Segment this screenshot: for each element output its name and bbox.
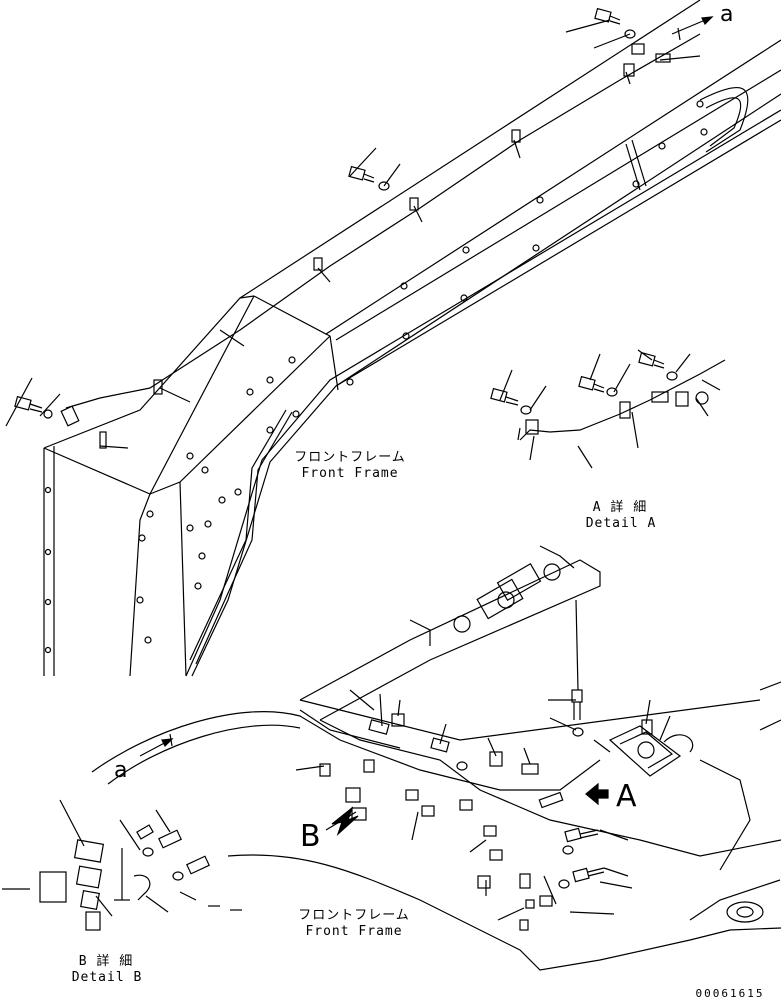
ref-a-bottom: a [114,758,128,783]
front-frame-lower-label-jp: フロントフレーム [298,908,410,923]
detail-b-drawing [2,799,242,931]
ref-a-top: a [720,2,734,27]
drawing-number: 00061615 [695,987,765,1000]
view-b-marker: B [300,819,321,854]
detail-a-label-en: Detail A [585,516,657,531]
detail-a-label-jp: A 詳 細 [592,500,648,515]
bolt-top-mid [348,165,390,191]
front-frame-upper-label-en: Front Frame [301,466,399,481]
bolt-top-right [594,7,671,63]
bolt-top-left [14,395,53,419]
upper-front-frame [5,0,781,677]
detail-b-label-en: Detail B [71,970,143,985]
lower-front-frame [91,545,781,971]
view-a-marker: A [616,779,637,814]
front-frame-lower-label-en: Front Frame [305,924,403,939]
detail-b-label-jp: B 詳 細 [78,954,134,969]
detail-a-drawing [490,349,726,469]
front-frame-upper-label-jp: フロントフレーム [294,450,406,465]
